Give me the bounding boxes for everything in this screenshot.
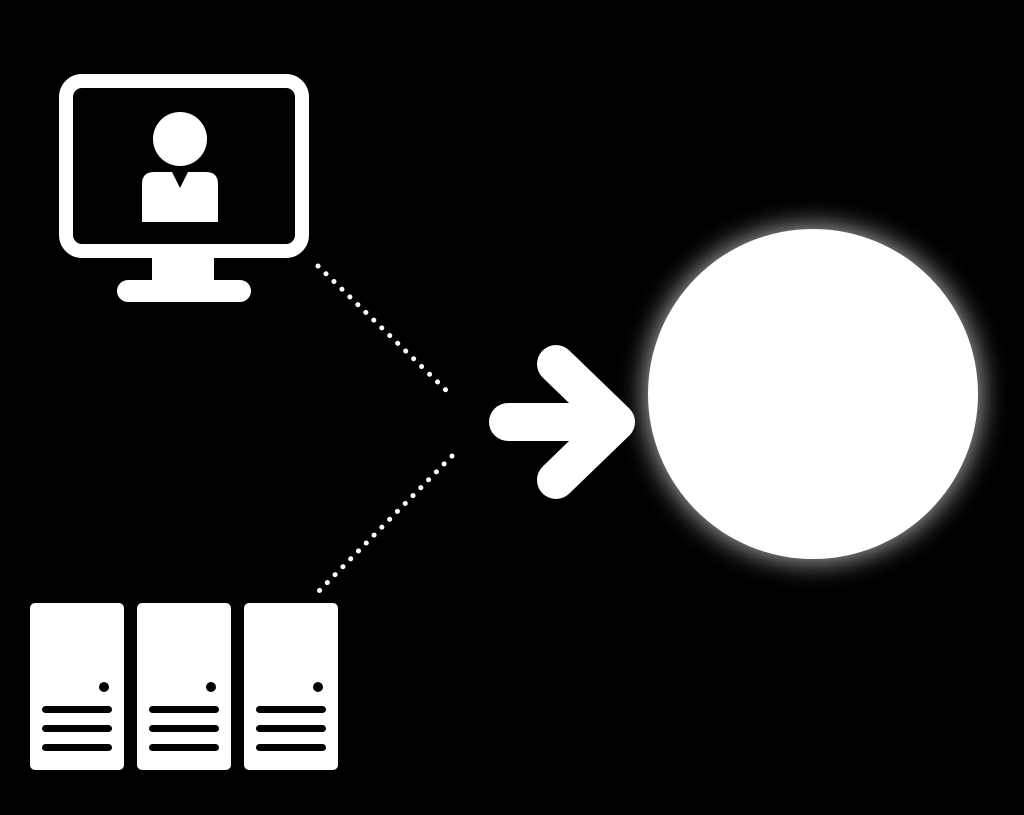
circle-core [648, 229, 978, 559]
server-slot [42, 706, 112, 713]
glowing-circle-icon [647, 228, 979, 560]
server-slot [42, 744, 112, 751]
server-slot [256, 744, 326, 751]
server-slot [149, 744, 219, 751]
user-icon [142, 112, 218, 222]
server-rack-icon [30, 603, 338, 770]
server-led [206, 682, 216, 692]
user-body [142, 172, 218, 222]
server-unit [30, 603, 124, 770]
server-slot [149, 706, 219, 713]
connector-monitor [315, 263, 455, 399]
connector-servers [315, 453, 455, 595]
monitor-user-icon [59, 74, 309, 302]
server-slot [42, 725, 112, 732]
server-slot [149, 725, 219, 732]
server-slot [256, 725, 326, 732]
server-led [313, 682, 323, 692]
monitor-base [117, 280, 251, 302]
arrow-head [537, 345, 635, 499]
server-unit [244, 603, 338, 770]
server-slot [256, 706, 326, 713]
arrow-right-icon [489, 345, 635, 499]
server-led [99, 682, 109, 692]
server-unit [137, 603, 231, 770]
user-head [153, 112, 207, 166]
